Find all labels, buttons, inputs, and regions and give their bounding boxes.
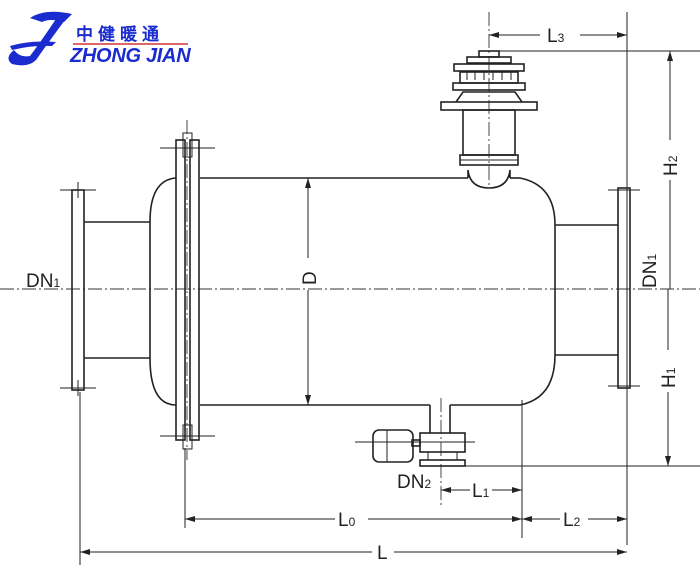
l3-label: L3 xyxy=(547,26,565,47)
d-label: D xyxy=(300,271,321,285)
logo-english-text: ZHONG JIAN xyxy=(70,45,191,67)
dn2-label: DN2 xyxy=(397,472,431,493)
dimension-lines xyxy=(79,12,700,565)
svg-text:DN1: DN1 xyxy=(640,254,661,288)
l2-label: L2 xyxy=(563,510,581,531)
h2-label: H2 xyxy=(661,155,682,176)
logo-chinese-text: 中健暖通 xyxy=(76,25,164,45)
dn1-left-label: DN1 xyxy=(26,271,60,292)
left-inlet xyxy=(60,182,150,396)
logo-j-mark xyxy=(8,11,72,66)
vessel-body xyxy=(149,177,556,406)
svg-text:H2: H2 xyxy=(661,155,682,176)
svg-text:D: D xyxy=(300,271,321,285)
top-drive-unit xyxy=(440,50,538,189)
logo-divider xyxy=(73,43,188,45)
right-outlet xyxy=(555,187,640,389)
svg-text:H1: H1 xyxy=(659,367,680,388)
l-label: L xyxy=(377,543,388,564)
l1-label: L1 xyxy=(472,481,490,502)
body-clamp-flange xyxy=(160,120,215,460)
h1-label: H1 xyxy=(659,367,680,388)
l0-label: L0 xyxy=(338,510,356,531)
dn1-right-label: DN1 xyxy=(640,254,661,288)
drain-motor-unit xyxy=(355,405,475,467)
